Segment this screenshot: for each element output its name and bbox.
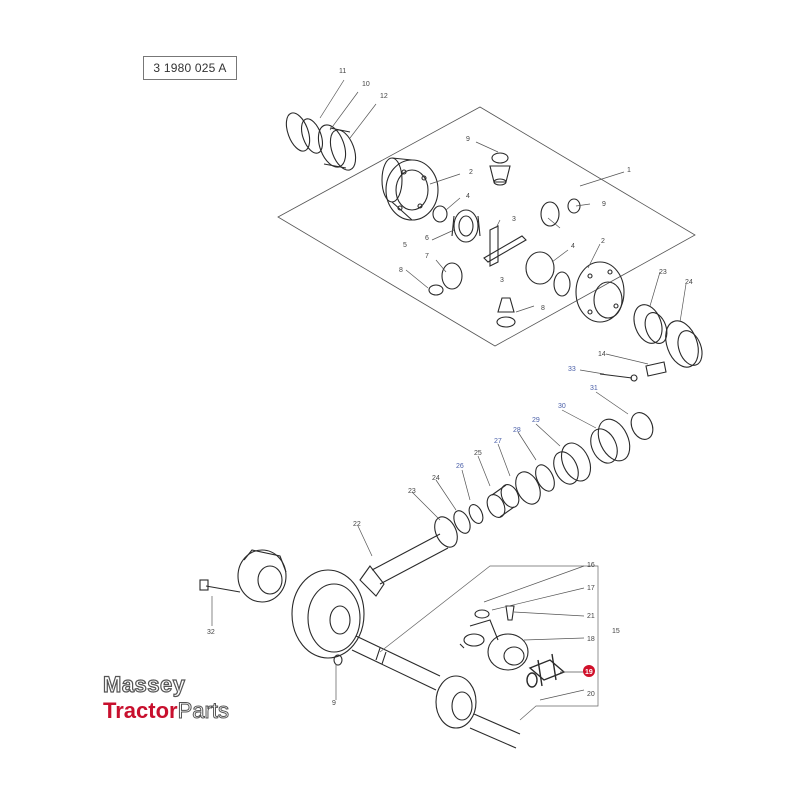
callout-8: 8 bbox=[399, 267, 403, 274]
brand-line-2b: Parts bbox=[177, 698, 229, 724]
callout-24: 24 bbox=[432, 475, 440, 482]
callout-30: 30 bbox=[558, 403, 566, 410]
bearing-cup-30 bbox=[590, 418, 631, 464]
callout-15: 15 bbox=[612, 628, 620, 635]
callout-8: 8 bbox=[541, 305, 545, 312]
circlip-20 bbox=[459, 643, 465, 649]
pinion-gear-left-lower bbox=[428, 262, 463, 296]
differential-case-lower bbox=[237, 549, 287, 603]
brand-logo: Massey TractorParts bbox=[102, 671, 229, 724]
callout-19: 19 bbox=[585, 669, 593, 676]
bolt-33 bbox=[599, 373, 638, 382]
lock-plate bbox=[645, 361, 667, 377]
washer-24 bbox=[453, 510, 471, 534]
joint-body bbox=[487, 633, 529, 671]
callout-23: 23 bbox=[408, 488, 416, 495]
shim-26 bbox=[468, 504, 484, 524]
yoke-18 bbox=[463, 619, 499, 647]
callout-1: 1 bbox=[627, 167, 631, 174]
bearing-cone-23-lower bbox=[434, 516, 458, 548]
callout-25: 25 bbox=[474, 450, 482, 457]
highlight-marker-19 bbox=[583, 665, 595, 677]
callout-20: 20 bbox=[587, 691, 595, 698]
bearing-cup-24 bbox=[665, 320, 703, 368]
callout-23: 23 bbox=[659, 269, 667, 276]
leader-lines bbox=[211, 79, 687, 701]
side-gear-center bbox=[525, 251, 571, 297]
callout-3: 3 bbox=[512, 216, 516, 223]
bearing-cone-23 bbox=[633, 304, 668, 344]
callout-21: 21 bbox=[587, 613, 595, 620]
callout-2: 2 bbox=[469, 169, 473, 176]
callout-27: 27 bbox=[494, 438, 502, 445]
side-gear-left bbox=[432, 205, 481, 243]
callout-24: 24 bbox=[685, 279, 693, 286]
yoke-flange bbox=[435, 675, 521, 749]
reference-code-box: 3 1980 025 A bbox=[143, 56, 237, 80]
axle-shaft bbox=[351, 635, 441, 691]
callout-2: 2 bbox=[601, 238, 605, 245]
nut-9-lower bbox=[333, 654, 343, 666]
spring-ring-17 bbox=[474, 609, 490, 619]
callout-16: 16 bbox=[587, 562, 595, 569]
callout-12: 12 bbox=[380, 93, 388, 100]
callout-9: 9 bbox=[332, 700, 336, 707]
callout-32: 32 bbox=[207, 629, 215, 636]
callout-22: 22 bbox=[353, 521, 361, 528]
callout-9: 9 bbox=[602, 201, 606, 208]
callout-6: 6 bbox=[425, 235, 429, 242]
cross-shaft bbox=[483, 225, 527, 267]
grease-nipple-21 bbox=[505, 605, 515, 621]
pinion-gear-upper bbox=[489, 152, 511, 186]
callout-31: 31 bbox=[590, 385, 598, 392]
callout-17: 17 bbox=[587, 585, 595, 592]
bearing-cone-29 bbox=[553, 442, 592, 485]
universal-joint-cross-19 bbox=[526, 653, 566, 688]
callout-10: 10 bbox=[362, 81, 370, 88]
callout-9: 9 bbox=[466, 136, 470, 143]
bolt-32 bbox=[199, 579, 241, 593]
callout-29: 29 bbox=[532, 417, 540, 424]
callout-7: 7 bbox=[425, 253, 429, 260]
callout-3: 3 bbox=[500, 277, 504, 284]
callout-18: 18 bbox=[587, 636, 595, 643]
spacer-28 bbox=[535, 464, 555, 492]
callout-4: 4 bbox=[571, 243, 575, 250]
side-gear-right bbox=[540, 198, 581, 227]
bearing-ring-set-top bbox=[285, 112, 357, 171]
nut-31 bbox=[630, 412, 654, 440]
bearing-27 bbox=[515, 471, 541, 505]
assembly-frame-differential bbox=[277, 106, 696, 347]
brand-line-1: Massey bbox=[102, 671, 186, 697]
callout-28: 28 bbox=[513, 427, 521, 434]
crown-ring-gear bbox=[291, 569, 365, 659]
callout-26: 26 bbox=[456, 463, 464, 470]
drive-pinion-shaft bbox=[359, 533, 449, 597]
pinion-gear-bottom bbox=[496, 297, 516, 328]
sleeve-25 bbox=[486, 484, 520, 518]
callout-14: 14 bbox=[598, 351, 606, 358]
brand-line-2a: Tractor bbox=[103, 698, 178, 723]
callout-11: 11 bbox=[339, 68, 346, 75]
assembly-frame-joint bbox=[379, 565, 599, 721]
differential-housing-left bbox=[381, 157, 439, 221]
callout-4: 4 bbox=[466, 193, 470, 200]
callout-33: 33 bbox=[568, 366, 576, 373]
callout-5: 5 bbox=[403, 242, 407, 249]
differential-housing-right bbox=[575, 261, 625, 323]
